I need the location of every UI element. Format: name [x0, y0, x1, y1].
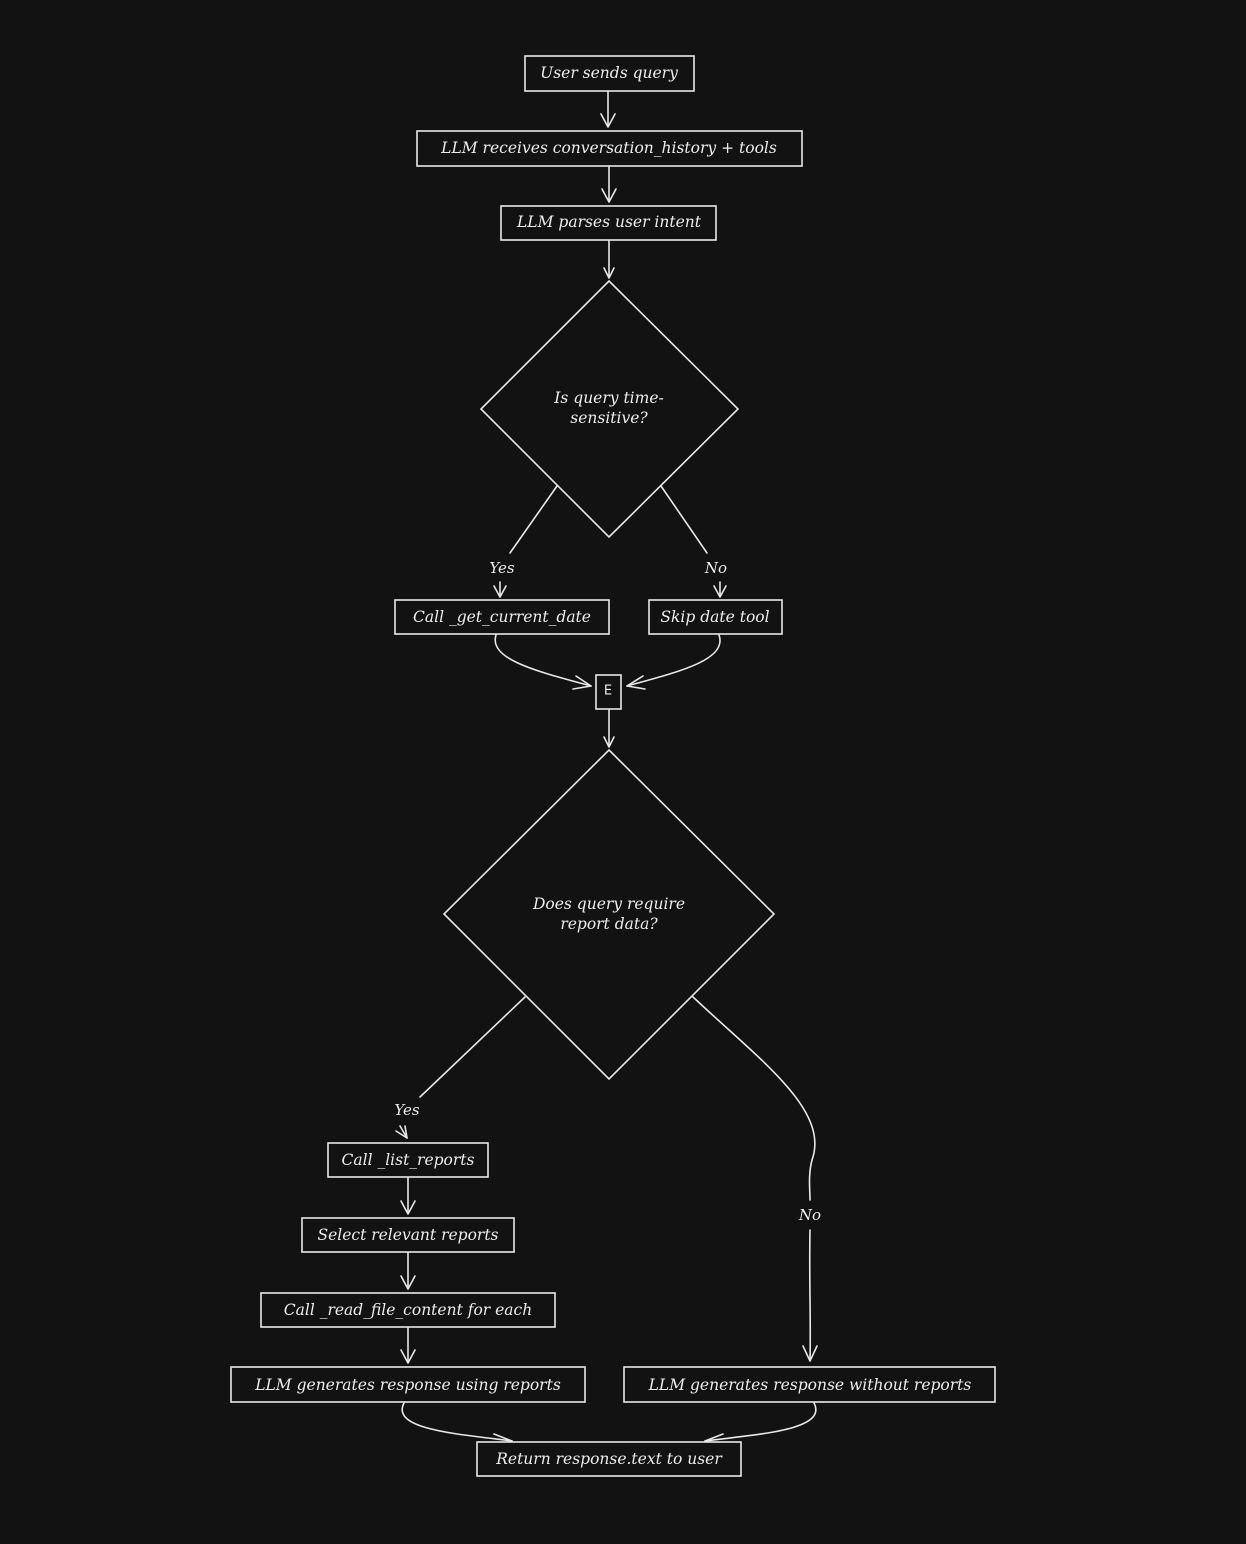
junction-label: E: [604, 684, 612, 699]
edge-using-to-return: [401, 1402, 513, 1442]
node-label: LLM generates response using reports: [254, 1376, 561, 1394]
arrowhead: [493, 585, 507, 598]
edge-label-time-yes: Yes: [489, 559, 514, 577]
node-label: Call _read_file_content for each: [284, 1301, 532, 1319]
decision-require-report[interactable]: Does query require report data?: [442, 748, 776, 1081]
decision-time-sensitive[interactable]: Is query time- sensitive?: [479, 279, 740, 539]
edge-label-report-no: No: [798, 1206, 821, 1224]
edge-labels: Yes No Yes No: [394, 559, 821, 1224]
edges: [395, 90, 818, 1446]
arrowhead: [603, 267, 615, 279]
node-user-sends-query[interactable]: User sends query: [524, 55, 695, 92]
edge-label-time-no: No: [704, 559, 727, 577]
decision-label-line-2: report data?: [560, 915, 658, 933]
node-label: LLM parses user intent: [516, 213, 702, 231]
node-label: User sends query: [540, 64, 678, 82]
node-label: Return response.text to user: [495, 1450, 723, 1468]
node-junction[interactable]: E: [595, 674, 622, 710]
node-label: Call _get_current_date: [413, 608, 591, 626]
arrowhead: [400, 1349, 416, 1364]
edge-label-report-yes: Yes: [394, 1101, 419, 1119]
node-call-read-file-content[interactable]: Call _read_file_content for each: [260, 1292, 556, 1328]
edge-skip-to-junction: [626, 634, 721, 687]
arrowhead: [626, 675, 646, 690]
node-label: LLM generates response without reports: [648, 1376, 972, 1394]
node-call-list-reports[interactable]: Call _list_reports: [327, 1142, 489, 1178]
edge-report-no-tail: [808, 1229, 812, 1361]
node-label: LLM receives conversation_history + tool…: [440, 139, 777, 157]
decision-label-line-1: Is query time-: [553, 389, 663, 407]
node-label: Select relevant reports: [317, 1226, 498, 1244]
edge-time-yes: [509, 485, 558, 554]
arrowhead: [601, 188, 617, 203]
node-llm-receives[interactable]: LLM receives conversation_history + tool…: [416, 130, 803, 167]
node-return-response[interactable]: Return response.text to user: [476, 1441, 742, 1477]
arrowhead: [603, 736, 615, 748]
edge-date-to-junction: [494, 634, 592, 687]
edge-report-yes-tail: [399, 1125, 408, 1139]
decision-label-line-1: Does query require: [532, 895, 685, 913]
node-llm-parses[interactable]: LLM parses user intent: [500, 205, 717, 241]
arrowhead: [600, 113, 616, 128]
node-select-relevant-reports[interactable]: Select relevant reports: [301, 1217, 515, 1253]
edge-report-no: [692, 996, 816, 1201]
arrowhead: [400, 1275, 416, 1290]
node-generate-without-reports[interactable]: LLM generates response without reports: [623, 1366, 996, 1403]
arrowhead: [395, 1125, 408, 1139]
arrowhead: [400, 1200, 416, 1215]
arrowhead: [802, 1345, 818, 1362]
node-generate-using-reports[interactable]: LLM generates response using reports: [230, 1366, 586, 1403]
node-label: Skip date tool: [660, 608, 769, 626]
edge-report-yes: [419, 996, 526, 1098]
node-skip-date-tool[interactable]: Skip date tool: [648, 599, 783, 635]
decision-label-line-2: sensitive?: [570, 409, 648, 427]
arrowhead: [713, 585, 727, 598]
edge-without-to-return: [704, 1402, 817, 1442]
edge-time-no: [660, 485, 708, 554]
arrowhead: [572, 675, 592, 690]
node-label: Call _list_reports: [342, 1151, 475, 1169]
node-call-get-current-date[interactable]: Call _get_current_date: [394, 599, 610, 635]
